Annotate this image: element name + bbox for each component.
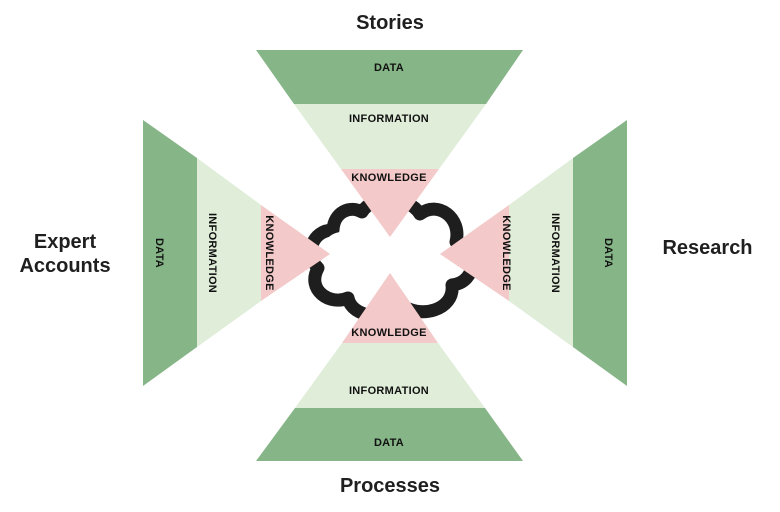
right-knowledge-band bbox=[440, 205, 509, 301]
left-knowledge-band bbox=[261, 205, 330, 301]
bottom-data-band bbox=[256, 408, 523, 461]
left-data-band bbox=[143, 120, 197, 386]
right-data-band bbox=[573, 120, 627, 386]
right-knowledge-label: KNOWLEDGE bbox=[500, 215, 512, 290]
top-funnel: DATA INFORMATION KNOWLEDGE bbox=[256, 50, 523, 237]
left-information-band bbox=[197, 158, 261, 347]
title-stories: Stories bbox=[356, 12, 424, 34]
bottom-funnel: KNOWLEDGE INFORMATION DATA bbox=[256, 273, 523, 461]
left-information-label: INFORMATION bbox=[206, 213, 218, 293]
title-research: Research bbox=[662, 237, 753, 259]
top-information-label: INFORMATION bbox=[349, 113, 429, 125]
right-information-band bbox=[509, 158, 573, 347]
right-information-label: INFORMATION bbox=[549, 213, 561, 293]
left-knowledge-label: KNOWLEDGE bbox=[263, 215, 275, 290]
top-information-band bbox=[294, 104, 486, 169]
title-processes: Processes bbox=[339, 475, 441, 497]
top-knowledge-band bbox=[341, 169, 439, 237]
right-funnel: KNOWLEDGE INFORMATION DATA bbox=[440, 120, 627, 386]
bottom-information-label: INFORMATION bbox=[349, 385, 429, 397]
left-data-label: DATA bbox=[153, 238, 165, 268]
bottom-information-band bbox=[295, 343, 485, 408]
left-funnel: DATA INFORMATION KNOWLEDGE bbox=[143, 120, 330, 386]
top-data-band bbox=[256, 50, 523, 104]
right-data-label: DATA bbox=[602, 238, 614, 268]
bottom-data-label: DATA bbox=[374, 437, 404, 449]
top-data-label: DATA bbox=[374, 62, 404, 74]
title-expert-accounts: Expert Accounts bbox=[19, 231, 111, 277]
bottom-knowledge-label: KNOWLEDGE bbox=[351, 327, 426, 339]
bottom-knowledge-band bbox=[342, 273, 438, 343]
top-knowledge-label: KNOWLEDGE bbox=[351, 172, 426, 184]
